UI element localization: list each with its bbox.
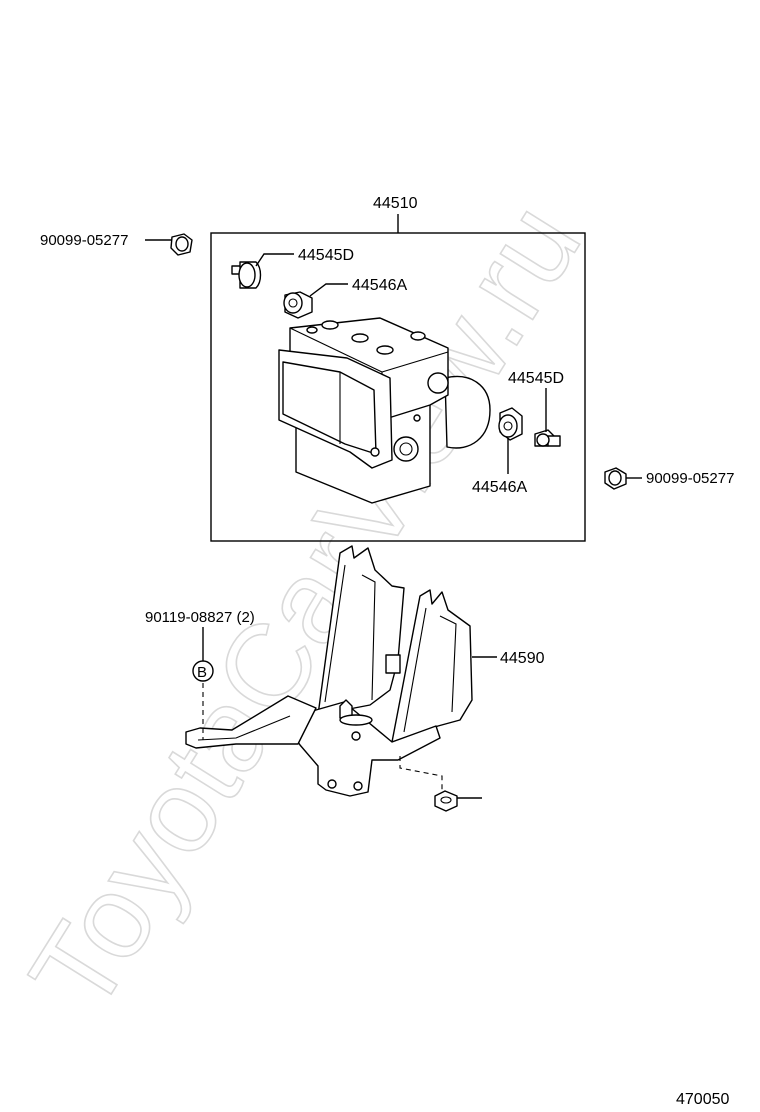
nut-guide — [399, 756, 443, 792]
callout-screw-right[interactable]: 90099-05277 — [646, 470, 734, 487]
screw-icon[interactable] — [170, 233, 193, 256]
callout-bracket-bolt[interactable]: 90119-08827 (2) — [145, 609, 255, 626]
callout-bolt-right[interactable]: 44545D — [508, 370, 564, 387]
callout-cushion-upper[interactable]: 44546A — [352, 277, 407, 294]
diagram-id: 470050 — [676, 1091, 729, 1108]
bolt-marker-label: B — [197, 664, 207, 681]
abs-actuator-icon[interactable] — [278, 317, 491, 504]
nut-icon[interactable] — [434, 790, 458, 812]
leader-cushion-upper — [309, 283, 348, 297]
bolt-icon[interactable] — [231, 261, 262, 289]
screw-icon[interactable] — [604, 467, 627, 490]
assembly-part-number[interactable]: 44510 — [373, 195, 418, 212]
cushion-icon[interactable] — [283, 291, 313, 319]
callout-bolt-upper[interactable]: 44545D — [298, 247, 354, 264]
callout-screw-left[interactable]: 90099-05277 — [40, 232, 128, 249]
callout-bracket[interactable]: 44590 — [500, 650, 545, 667]
leader-bolt-upper — [255, 253, 294, 267]
cushion-icon[interactable] — [498, 407, 523, 441]
bracket-icon[interactable] — [185, 545, 473, 797]
callout-cushion-lower[interactable]: 44546A — [472, 479, 527, 496]
assembly-frame — [210, 232, 586, 542]
bolt-icon[interactable] — [534, 429, 561, 447]
